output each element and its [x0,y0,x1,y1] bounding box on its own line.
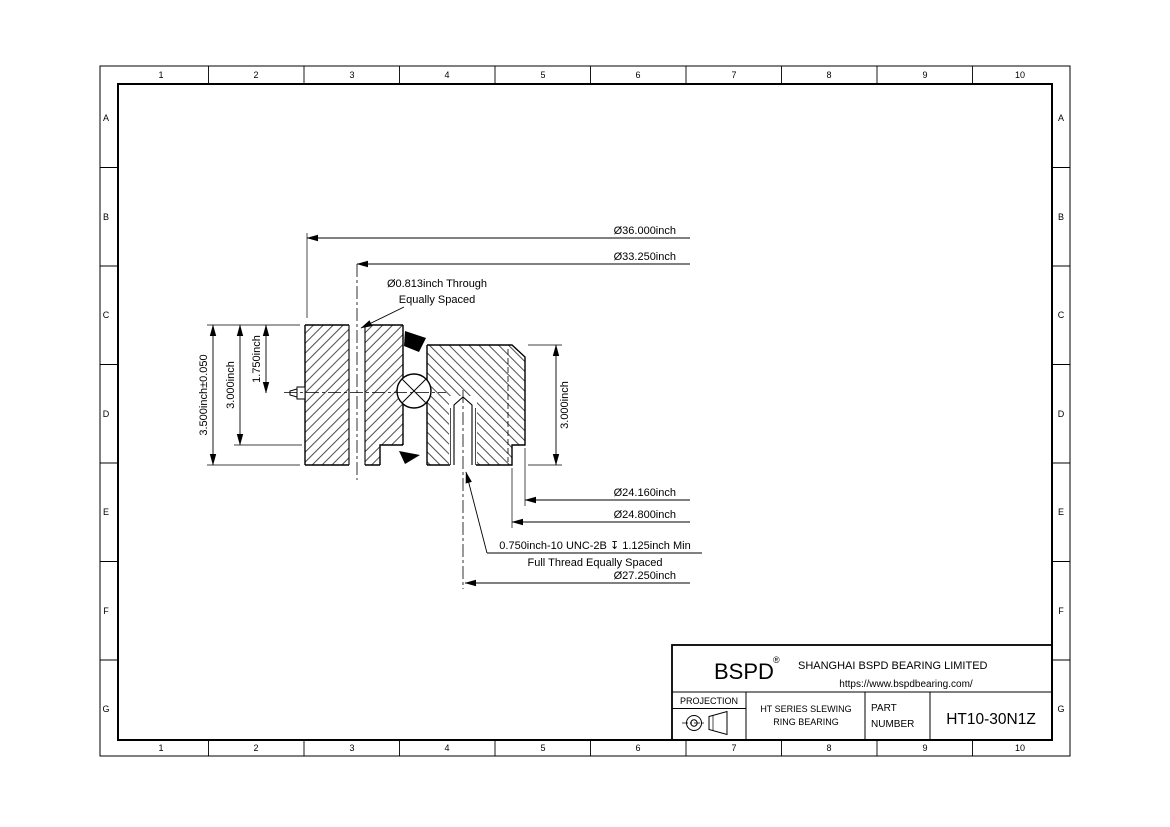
centerlines [284,264,464,589]
grid-row-left-A: A [103,113,109,123]
first-angle-projection-icon [682,710,728,736]
grid-row-left-E: E [103,507,109,517]
outer-ring-hatch-left [305,325,349,465]
grid-col-top-2: 2 [253,70,258,80]
dimension-texts: Ø36.000inch Ø33.250inch Ø0.813inch Throu… [198,225,691,582]
note-mount-hole-line1: Ø0.813inch Through [387,278,487,290]
grid-col-top-7: 7 [731,70,736,80]
dim-outer-ring-height: 3.000inch [225,361,237,409]
grid-col-bottom-2: 2 [253,743,258,753]
grid-row-left-F: F [103,606,109,616]
inner-ring-outline [426,344,526,466]
grid-row-right-A: A [1058,113,1064,123]
grid-col-bottom-6: 6 [635,743,640,753]
grid-row-right-B: B [1058,212,1064,222]
series-title-line1: HT SERIES SLEWING [760,704,851,714]
grid-col-top-4: 4 [444,70,449,80]
grid-col-top-10: 10 [1015,70,1025,80]
title-block: BSPD ® SHANGHAI BSPD BEARING LIMITED htt… [671,644,1053,741]
dimension-lines: Ø36.000inch Ø33.250inch Ø0.813inch Throu… [198,225,702,587]
grid-row-left-D: D [103,409,110,419]
note-thread-line2: Full Thread Equally Spaced [528,557,663,569]
grease-fitting [289,386,306,400]
grid-row-left-C: C [103,310,110,320]
series-title-line2: RING BEARING [773,717,839,727]
grid-col-top-9: 9 [922,70,927,80]
dim-overall-height: 3.500inch±0.050 [198,354,210,435]
part-number-value: HT10-30N1Z [946,711,1036,728]
grid-col-bottom-8: 8 [826,743,831,753]
grid-col-bottom-4: 4 [444,743,449,753]
note-mount-hole-line2: Equally Spaced [399,294,475,306]
grid-row-right-D: D [1058,409,1065,419]
grid-col-bottom-3: 3 [349,743,354,753]
grid-col-top-8: 8 [826,70,831,80]
grid-col-bottom-9: 9 [922,743,927,753]
part-label-line1: PART [871,703,897,714]
mount-hole-edges [348,325,366,465]
projection-label: PROJECTION [680,696,738,706]
seal-wedge-bottom [399,451,420,464]
grid-row-right-E: E [1058,507,1064,517]
dim-inner-ring-height: 3.000inch [559,381,571,429]
part-label-line2: NUMBER [871,719,914,730]
grid-row-left-B: B [103,212,109,222]
frame-zone-ticks [100,66,1070,756]
grid-col-bottom-7: 7 [731,743,736,753]
title-block-borders [671,644,1053,741]
drawing-frame [99,65,1071,757]
grid-col-top-5: 5 [540,70,545,80]
grid-labels: 1 2 3 4 5 6 7 8 9 10 1 2 3 4 5 6 7 8 9 1… [102,70,1064,753]
dim-thread-bolt-circle: Ø27.250inch [614,570,676,582]
grid-col-top-6: 6 [635,70,640,80]
dim-bore-recess-diameter: Ø24.800inch [614,509,676,521]
company-website: https://www.bspdbearing.com/ [839,679,973,690]
grid-row-right-F: F [1058,606,1064,616]
dim-bore-diameter: Ø24.160inch [614,487,676,499]
grid-col-top-1: 1 [158,70,163,80]
registered-mark: ® [773,655,780,665]
bearing-cross-section [284,264,526,589]
dim-mount-bolt-circle: Ø33.250inch [614,251,676,263]
grid-row-right-C: C [1058,310,1065,320]
dim-outer-diameter: Ø36.000inch [614,225,676,237]
grid-row-left-G: G [102,704,109,714]
seal-wedge-top [404,331,426,352]
brand-logo-text: BSPD [714,659,774,684]
company-name: SHANGHAI BSPD BEARING LIMITED [798,660,988,672]
grid-row-right-G: G [1057,704,1064,714]
note-thread-line1: 0.750inch-10 UNC-2B ↧ 1.125inch Min [499,540,690,552]
dim-ball-center-height: 1.750inch [251,335,263,383]
grid-col-top-3: 3 [349,70,354,80]
outer-ring-hatch-right [365,325,403,465]
dimension-arrows [209,234,702,587]
grid-col-bottom-10: 10 [1015,743,1025,753]
grid-col-bottom-1: 1 [158,743,163,753]
grid-col-bottom-5: 5 [540,743,545,753]
bearing-ball [396,373,432,409]
